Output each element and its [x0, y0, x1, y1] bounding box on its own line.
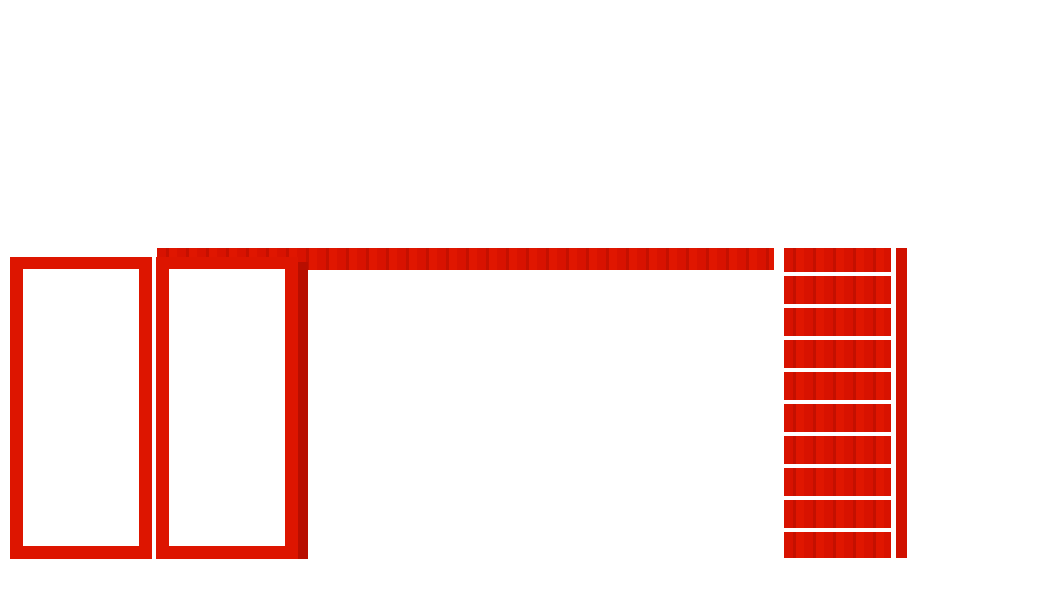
ladder-rung — [784, 496, 891, 500]
ladder-rung — [784, 272, 891, 276]
right-window-frame — [156, 257, 298, 559]
ladder-rung — [784, 336, 891, 340]
ladder-rung — [784, 400, 891, 404]
ladder-rung — [784, 528, 891, 532]
right-frame-shadow — [296, 262, 308, 559]
ladder-rung — [784, 464, 891, 468]
ladder-rung — [784, 432, 891, 436]
top-beam — [157, 248, 774, 270]
ladder-rung — [784, 304, 891, 308]
left-window-frame — [10, 257, 152, 559]
ladder-rung — [784, 368, 891, 372]
ladder-rail — [896, 248, 907, 558]
